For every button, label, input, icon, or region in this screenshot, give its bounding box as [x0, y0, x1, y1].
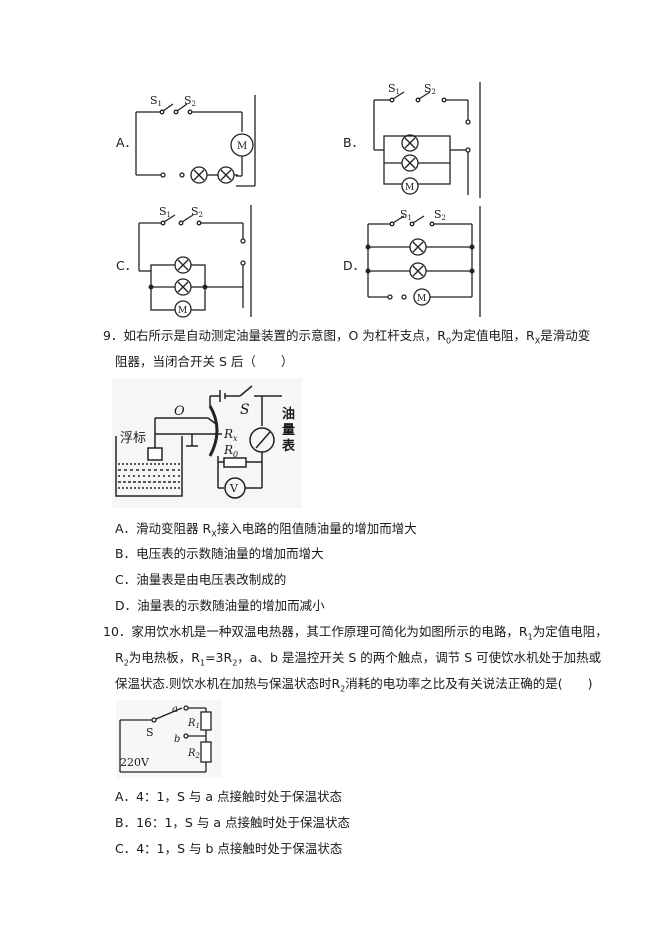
q10-option-c[interactable]: C．4：1，S 与 b 点接触时处于保温状态 [115, 841, 343, 856]
option-b-label: B． [343, 135, 365, 150]
circuit-b-s1: S1 [388, 82, 400, 96]
q10-voltage-label: 220V [120, 756, 150, 769]
circuit-a-s1: S1 [150, 94, 162, 108]
q9-v-label: V [229, 482, 239, 495]
q9-stem-line1: 9．如右所示是自动测定油量装置的示意图，O 为杠杆支点，R0为定值电阻，RX是滑… [103, 328, 591, 346]
circuit-c-diagram: S1 S2 M [138, 205, 252, 318]
q9-option-c[interactable]: C．油量表是由电压表改制成的 [115, 572, 287, 587]
q9-stem-line2: 阻器，当闭合开关 S 后（ ） [115, 354, 294, 369]
q10-water-dispenser-figure: a S b R1 R2 220V [116, 700, 222, 778]
q10-stem-line2: R2为电热板，R1=3R2，a、b 是温控开关 S 的两个触点，调节 S 可使饮… [115, 650, 602, 668]
q9-meter-label: 油 量 表 [281, 406, 296, 454]
q9-option-b[interactable]: B．电压表的示数随油量的增加而增大 [115, 546, 324, 561]
circuit-c-motor: M [178, 306, 187, 316]
svg-text:量: 量 [282, 423, 295, 438]
q9-option-d[interactable]: D．油量表的示数随油量的增加而减小 [115, 598, 325, 613]
q10-b-label: b [174, 734, 180, 745]
circuit-b-motor: M [405, 183, 414, 193]
q9-fuel-gauge-figure: 浮标 O S Rx R0 V 油 量 表 [112, 378, 302, 508]
circuit-d-s2: S2 [434, 208, 446, 222]
circuit-d-motor: M [417, 294, 426, 304]
option-d-label: D． [343, 258, 366, 273]
q9-o-label: O [174, 404, 185, 419]
circuit-a-s2: S2 [184, 94, 196, 108]
circuit-c-s1: S1 [159, 205, 171, 219]
q9-s-label: S [240, 402, 250, 418]
q9-float-label: 浮标 [120, 431, 146, 446]
circuit-a-motor: M [237, 141, 247, 152]
q10-s-label: S [146, 726, 154, 739]
option-c-label: C． [116, 258, 138, 273]
svg-text:表: 表 [281, 438, 296, 454]
circuit-c-s2: S2 [191, 205, 203, 219]
circuit-b-diagram: S1 S2 M [373, 82, 481, 198]
q10-option-a[interactable]: A．4：1，S 与 a 点接触时处于保温状态 [115, 789, 342, 804]
svg-text:油: 油 [282, 406, 295, 422]
circuit-d-s1: S1 [400, 208, 412, 222]
circuit-d-diagram: S1 S2 M [365, 206, 481, 317]
q9-option-a[interactable]: A．滑动变阻器 RX接入电路的阻值随油量的增加而增大 [115, 521, 417, 539]
q10-a-label: a [172, 704, 178, 715]
q10-stem-line1: 10．家用饮水机是一种双温电热器，其工作原理可简化为如图所示的电路，R1为定值电… [103, 624, 608, 642]
circuit-b-s2: S2 [424, 82, 436, 96]
q10-stem-line3: 保温状态.则饮水机在加热与保温状态时R2消耗的电功率之比及有关说法正确的是( ) [115, 676, 593, 694]
q10-option-b[interactable]: B．16：1，S 与 a 点接触时处于保温状态 [115, 815, 350, 830]
circuit-a-diagram: S1 S2 M [135, 94, 256, 187]
option-a-label: A． [116, 135, 138, 150]
